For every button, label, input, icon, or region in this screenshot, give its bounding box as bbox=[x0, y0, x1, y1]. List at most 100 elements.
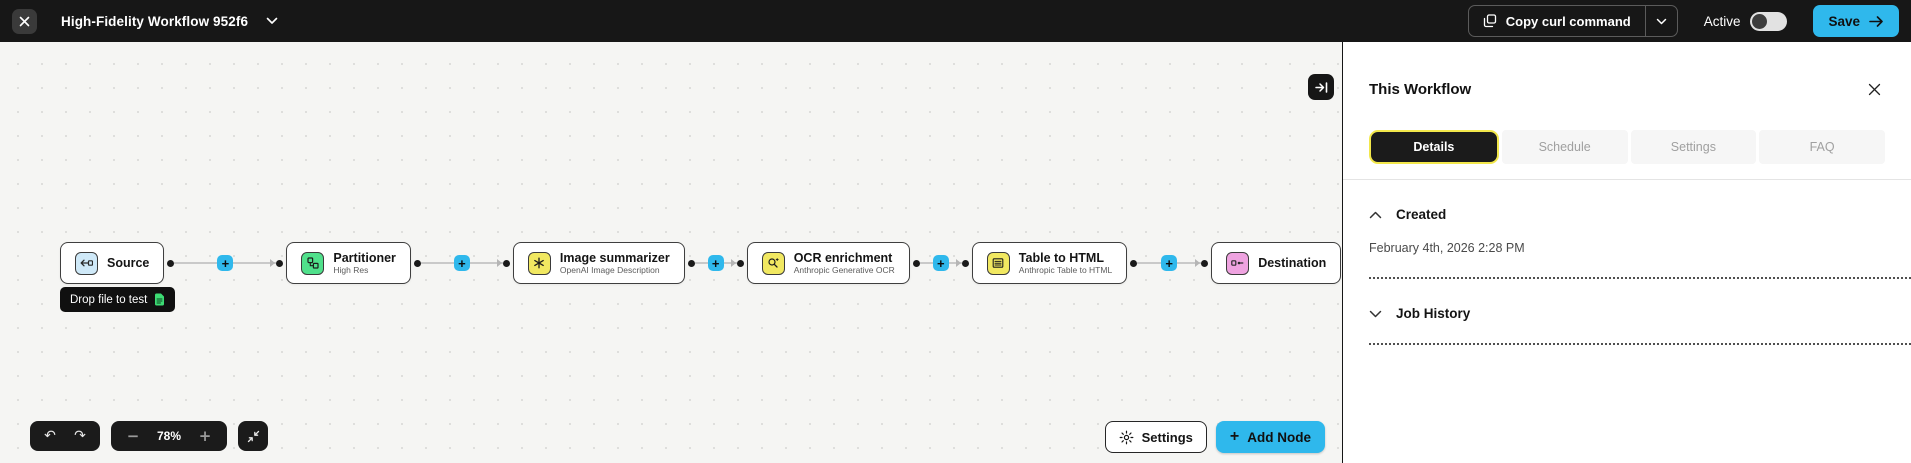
plus-icon: + bbox=[1229, 428, 1240, 445]
workflow-flow-row: Source Drop file to test + bbox=[60, 242, 1342, 312]
created-label: Created bbox=[1396, 207, 1447, 222]
node-destination[interactable]: Destination bbox=[1211, 242, 1342, 284]
partitioner-icon bbox=[301, 251, 325, 275]
workflow-details-panel: This Workflow Details Schedule Settings … bbox=[1342, 42, 1911, 463]
save-label: Save bbox=[1828, 13, 1860, 29]
history-controls: ↶ ↷ bbox=[30, 421, 100, 451]
edge-endpoint bbox=[736, 259, 744, 267]
collapse-panel-button[interactable] bbox=[1308, 74, 1334, 100]
edge-arrowhead bbox=[270, 259, 276, 267]
node-image-summarizer[interactable]: Image summarizer OpenAI Image Descriptio… bbox=[512, 242, 685, 284]
chevron-down-icon bbox=[1369, 310, 1382, 318]
insert-node-button[interactable]: + bbox=[1161, 255, 1178, 271]
edge-endpoint bbox=[1201, 259, 1209, 267]
tabs-divider bbox=[1343, 179, 1911, 180]
edge-endpoint bbox=[961, 259, 969, 267]
zoom-controls: − 78% + bbox=[111, 421, 227, 451]
node-text: Table to HTML Anthropic Table to HTML bbox=[1019, 251, 1112, 275]
created-section-header[interactable]: Created bbox=[1369, 207, 1885, 222]
active-toggle-group: Active bbox=[1703, 11, 1788, 31]
edge-arrowhead bbox=[1195, 259, 1201, 267]
zoom-in-button[interactable]: + bbox=[191, 422, 219, 450]
tab-faq[interactable]: FAQ bbox=[1759, 130, 1885, 164]
zoom-level: 78% bbox=[156, 429, 182, 443]
collapse-panel-icon bbox=[1314, 81, 1328, 93]
close-workflow-button[interactable] bbox=[12, 8, 37, 34]
active-toggle[interactable] bbox=[1750, 11, 1788, 31]
close-panel-button[interactable] bbox=[1863, 78, 1885, 100]
copy-curl-dropdown-button[interactable] bbox=[1644, 6, 1677, 36]
insert-node-button[interactable]: + bbox=[217, 255, 234, 271]
destination-icon bbox=[1226, 251, 1250, 275]
workflow-title-menu-button[interactable] bbox=[266, 17, 278, 25]
arrow-right-icon bbox=[1869, 15, 1884, 27]
panel-title: This Workflow bbox=[1369, 80, 1472, 98]
workflow-canvas[interactable]: Source Drop file to test + bbox=[0, 42, 1342, 463]
undo-button[interactable]: ↶ bbox=[36, 422, 64, 450]
edge-arrowhead bbox=[496, 259, 502, 267]
edge-endpoint bbox=[912, 259, 920, 267]
zoom-out-button[interactable]: − bbox=[119, 422, 147, 450]
copy-curl-command-button[interactable]: Copy curl command bbox=[1469, 6, 1645, 36]
settings-label: Settings bbox=[1141, 429, 1193, 445]
chevron-up-icon bbox=[1369, 211, 1382, 219]
edge-partitioner-summarizer: + bbox=[411, 242, 513, 284]
chevron-down-icon bbox=[266, 17, 278, 25]
file-icon bbox=[154, 293, 165, 306]
ocr-enrichment-icon bbox=[761, 251, 785, 275]
fit-view-icon bbox=[247, 430, 260, 443]
source-icon bbox=[75, 251, 98, 275]
node-partitioner[interactable]: Partitioner High Res bbox=[286, 242, 411, 284]
save-button[interactable]: Save bbox=[1813, 5, 1899, 37]
job-history-label: Job History bbox=[1396, 306, 1471, 321]
node-text: Destination bbox=[1258, 256, 1326, 270]
minus-icon: − bbox=[126, 427, 140, 445]
edge-summarizer-ocr: + bbox=[685, 242, 747, 284]
tab-details[interactable]: Details bbox=[1369, 130, 1499, 164]
canvas-settings-button[interactable]: Settings bbox=[1104, 421, 1207, 453]
node-title: OCR enrichment bbox=[793, 251, 893, 265]
panel-tabs: Details Schedule Settings FAQ bbox=[1369, 130, 1885, 164]
tab-settings[interactable]: Settings bbox=[1630, 130, 1757, 164]
edge-arrowhead bbox=[730, 259, 736, 267]
insert-node-button[interactable]: + bbox=[707, 255, 724, 271]
workflow-title: High-Fidelity Workflow 952f6 bbox=[61, 13, 249, 29]
node-text: OCR enrichment Anthropic Generative OCR bbox=[794, 251, 895, 275]
insert-node-button[interactable]: + bbox=[453, 255, 470, 271]
job-history-section-header[interactable]: Job History bbox=[1369, 306, 1885, 321]
node-table-to-html[interactable]: Table to HTML Anthropic Table to HTML bbox=[971, 242, 1128, 284]
image-summarizer-icon bbox=[527, 251, 551, 275]
tab-schedule[interactable]: Schedule bbox=[1501, 130, 1628, 164]
node-subtitle: Anthropic Generative OCR bbox=[793, 265, 895, 275]
add-node-button[interactable]: + Add Node bbox=[1215, 421, 1325, 453]
copy-curl-label: Copy curl command bbox=[1505, 13, 1631, 29]
table-to-html-icon bbox=[986, 251, 1010, 275]
node-text: Partitioner High Res bbox=[333, 251, 396, 275]
panel-header: This Workflow bbox=[1369, 78, 1885, 100]
edge-endpoint bbox=[276, 259, 284, 267]
drop-file-hint: Drop file to test bbox=[60, 287, 176, 312]
edge-source-partitioner: + bbox=[164, 242, 286, 284]
created-value: February 4th, 2026 2:28 PM bbox=[1369, 241, 1525, 255]
node-title: Partitioner bbox=[333, 251, 396, 265]
active-label: Active bbox=[1703, 13, 1741, 29]
drop-file-hint-label: Drop file to test bbox=[70, 293, 148, 306]
node-text: Source bbox=[107, 256, 149, 270]
plus-icon: + bbox=[198, 427, 212, 445]
chevron-down-icon bbox=[1656, 18, 1667, 25]
node-title: Table to HTML bbox=[1018, 251, 1104, 265]
node-source[interactable]: Source bbox=[60, 242, 165, 284]
fit-view-button[interactable] bbox=[238, 421, 268, 451]
node-title: Destination bbox=[1258, 256, 1327, 270]
node-text: Image summarizer OpenAI Image Descriptio… bbox=[560, 251, 670, 275]
edge-ocr-table: + bbox=[910, 242, 972, 284]
node-source-wrap: Source Drop file to test bbox=[60, 242, 176, 312]
close-icon bbox=[19, 16, 30, 27]
copy-curl-button-group: Copy curl command bbox=[1467, 5, 1678, 37]
redo-button[interactable]: ↷ bbox=[66, 422, 94, 450]
insert-node-button[interactable]: + bbox=[932, 255, 949, 271]
edge-endpoint bbox=[687, 259, 695, 267]
node-ocr-enrichment[interactable]: OCR enrichment Anthropic Generative OCR bbox=[746, 242, 910, 284]
edge-endpoint bbox=[167, 259, 175, 267]
